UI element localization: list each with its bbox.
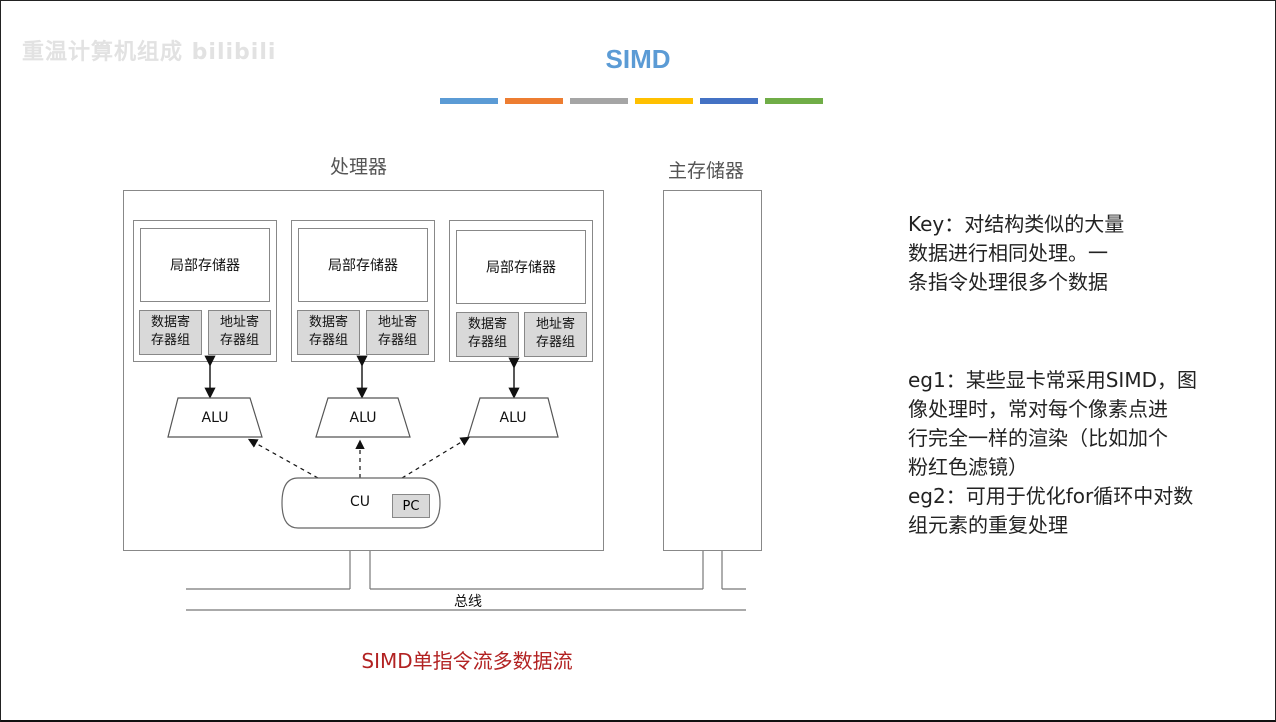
- diagram-caption: SIMD单指令流多数据流: [361, 649, 573, 673]
- local-memory-3: 局部存储器: [456, 230, 586, 304]
- data-register-1: 数据寄存器组: [139, 310, 202, 355]
- processor-label: 处理器: [330, 156, 388, 178]
- alu-label-1: ALU: [201, 410, 229, 426]
- title-color-bar: [635, 98, 693, 104]
- address-register-2: 地址寄存器组: [366, 310, 429, 355]
- address-register-1: 地址寄存器组: [208, 310, 271, 355]
- alu-label-2: ALU: [349, 410, 377, 426]
- alu-shape-3: [467, 397, 559, 438]
- title-color-bar: [440, 98, 498, 104]
- cu-label: CU: [349, 494, 371, 510]
- slide-title: SIMD: [605, 44, 671, 74]
- alu-shape-2: [315, 397, 411, 438]
- local-memory-2: 局部存储器: [298, 228, 428, 302]
- pc-register: PC: [392, 494, 430, 518]
- alu-shape-1: [167, 397, 263, 438]
- address-register-3: 地址寄存器组: [524, 312, 587, 357]
- local-memory-1: 局部存储器: [140, 228, 270, 302]
- alu-label-3: ALU: [499, 410, 527, 426]
- key-note: Key：对结构类似的大量 数据进行相同处理。一 条指令处理很多个数据: [908, 212, 1125, 294]
- control-arrow-3: [401, 436, 471, 479]
- example-notes: eg1：某些显卡常采用SIMD，图 像处理时，常对每个像素点进 行完全一样的渲染…: [908, 368, 1197, 537]
- title-color-bar: [700, 98, 758, 104]
- control-arrow-1: [247, 438, 319, 479]
- data-register-3: 数据寄存器组: [456, 312, 519, 357]
- title-color-bar: [570, 98, 628, 104]
- watermark: 重温计算机组成 bilibili: [22, 40, 277, 65]
- bus-label: 总线: [454, 594, 482, 610]
- main-memory-box: [663, 190, 762, 551]
- title-color-bar: [765, 98, 823, 104]
- main-memory-label: 主存储器: [668, 160, 745, 182]
- title-color-bar: [505, 98, 563, 104]
- data-register-2: 数据寄存器组: [297, 310, 360, 355]
